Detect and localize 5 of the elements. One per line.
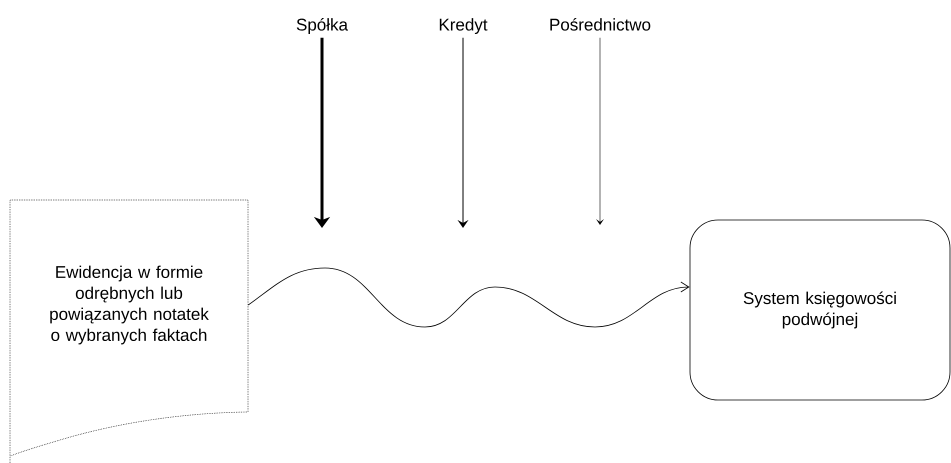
process-box: System księgowości podwójnej bbox=[690, 220, 950, 400]
influence-label: Kredyt bbox=[440, 18, 488, 34]
influence-label: Spółka bbox=[296, 18, 348, 34]
influence-label: Pośrednictwo bbox=[550, 18, 650, 31]
wavy-arrow bbox=[248, 268, 690, 328]
